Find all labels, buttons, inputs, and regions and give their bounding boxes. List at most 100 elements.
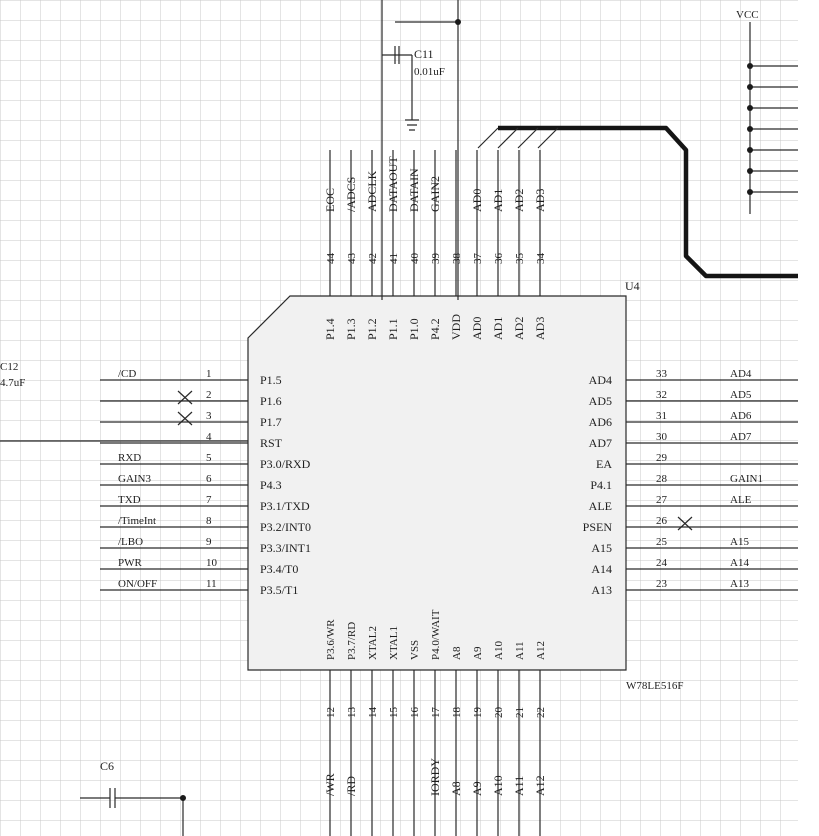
capacitor-c11[interactable] <box>381 0 461 300</box>
net-label: DATAIN <box>407 168 421 212</box>
pin-name: P4.3 <box>260 478 282 492</box>
pin-name: P4.2 <box>428 318 442 340</box>
pin-number: 15 <box>388 707 400 719</box>
pin-name: AD6 <box>589 415 612 429</box>
net-label: AD3 <box>533 189 547 212</box>
capacitor-c6[interactable] <box>80 788 186 836</box>
vcc-connector[interactable] <box>747 22 798 214</box>
pin-number: 9 <box>206 536 212 548</box>
pin-number: 23 <box>656 578 668 590</box>
pin-number: 1 <box>206 368 212 380</box>
net-label: GAIN1 <box>730 473 763 485</box>
pin-name: P3.6/WR <box>325 619 337 660</box>
pin-name: AD4 <box>589 373 612 387</box>
net-label: AD2 <box>512 189 526 212</box>
pin-name: RST <box>260 436 283 450</box>
pin-name: EA <box>596 457 612 471</box>
pin-name: P1.2 <box>365 318 379 340</box>
pin-name: VSS <box>409 640 421 660</box>
net-label: DATAOUT <box>386 156 400 212</box>
pin-name: A12 <box>535 641 547 660</box>
pin-name: P1.7 <box>260 415 282 429</box>
c11-value: 0.01uF <box>414 66 445 78</box>
pin-name: AD7 <box>589 436 612 450</box>
pin-name: A11 <box>514 641 526 660</box>
pin-number: 38 <box>451 253 463 265</box>
pin-number: 30 <box>656 431 668 443</box>
net-label: A11 <box>512 776 526 796</box>
net-label: ON/OFF <box>118 578 157 590</box>
top-pin-group: 44P1.4EOC43P1.3/ADCS42P1.2ADCLK41P1.1DAT… <box>323 150 547 340</box>
pin-30[interactable]: 30 AD7 AD7 <box>589 431 798 450</box>
pin-name: P3.1/TXD <box>260 499 310 513</box>
net-label: AD5 <box>730 389 752 401</box>
net-label: /WR <box>323 773 337 796</box>
net-label: A15 <box>730 536 749 548</box>
net-label: AD7 <box>730 431 752 443</box>
c11-label: C11 <box>414 47 434 61</box>
pin-number: 42 <box>367 253 379 264</box>
pin-name: VDD <box>449 314 463 340</box>
net-label: PWR <box>118 557 143 569</box>
pin-number: 36 <box>493 253 505 265</box>
net-label: GAIN2 <box>428 176 442 212</box>
chip-body[interactable] <box>247 295 627 671</box>
pin-name: A14 <box>591 562 612 576</box>
pin-name: P1.1 <box>386 318 400 340</box>
net-label: /LBO <box>118 536 143 548</box>
pin-number: 10 <box>206 557 218 569</box>
pin-name: PSEN <box>583 520 613 534</box>
address-data-bus[interactable] <box>477 125 798 279</box>
net-label: EOC <box>323 188 337 212</box>
pin-number: 43 <box>346 253 358 265</box>
pin-number: 19 <box>472 707 484 719</box>
net-label: /ADCS <box>344 177 358 212</box>
c6-label: C6 <box>100 759 114 773</box>
pin-name: A10 <box>493 641 505 660</box>
